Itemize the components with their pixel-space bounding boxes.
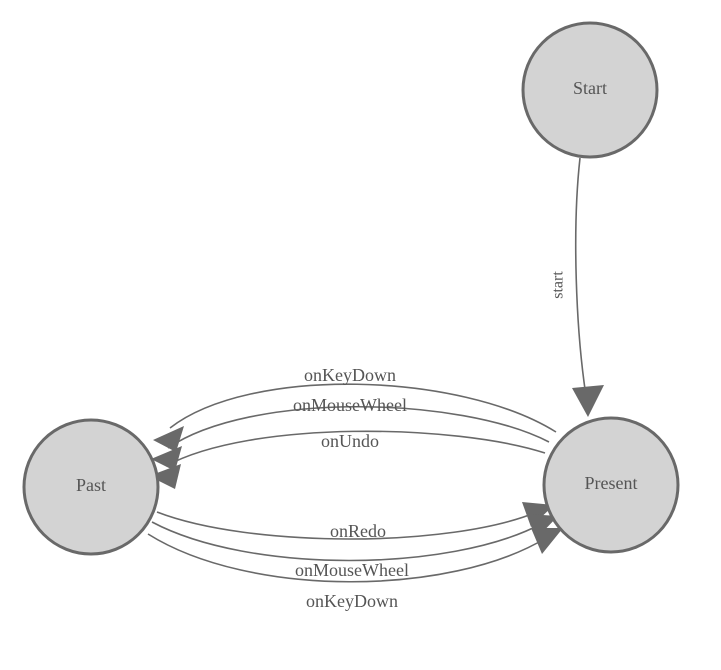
- edge-onkeydown-dn-path: [147, 533, 547, 583]
- edge-start[interactable]: start: [550, 157, 604, 417]
- edge-label-onmousewheel-up: onMouseWheel: [293, 395, 407, 415]
- edge-label-onredo: onRedo: [330, 521, 386, 541]
- node-present-circle: [542, 416, 680, 554]
- edge-start-arrowhead: [572, 385, 604, 417]
- edge-label-onundo: onUndo: [321, 431, 379, 451]
- edge-onkeydown-dn-arrowhead: [531, 528, 563, 554]
- edge-onmousewheel-present-past[interactable]: onMouseWheel: [151, 395, 550, 471]
- edge-onkeydown-past-present[interactable]: onKeyDown: [147, 528, 563, 611]
- edge-onkeydown-up-arrowhead: [153, 426, 184, 452]
- edge-onkeydown-up-path: [169, 383, 557, 433]
- edge-onundo-path: [165, 430, 546, 467]
- edge-onmousewheel-up-path: [167, 406, 550, 449]
- edge-onundo-arrowhead: [149, 464, 181, 489]
- node-past-label: Past: [76, 475, 106, 495]
- edge-label-onmousewheel-dn: onMouseWheel: [295, 560, 409, 580]
- edge-onkeydown-present-past[interactable]: onKeyDown: [153, 365, 557, 452]
- edge-label-onkeydown-up: onKeyDown: [304, 365, 396, 385]
- node-start[interactable]: Start: [521, 21, 659, 159]
- edge-onredo-path: [156, 511, 538, 540]
- edge-start-path: [574, 157, 587, 397]
- node-present[interactable]: Present: [542, 416, 680, 554]
- edge-label-start: start: [550, 271, 567, 299]
- node-start-label: Start: [573, 78, 607, 98]
- node-present-label: Present: [585, 473, 638, 493]
- edge-onredo-past-present[interactable]: onRedo: [156, 502, 554, 541]
- edge-onmousewheel-dn-path: [151, 521, 542, 562]
- edge-onmousewheel-up-arrowhead: [151, 446, 182, 471]
- edge-label-onkeydown-dn: onKeyDown: [306, 591, 398, 611]
- node-start-circle: [521, 21, 659, 159]
- edge-onundo-present-past[interactable]: onUndo: [149, 430, 546, 489]
- node-past[interactable]: Past: [22, 418, 160, 556]
- node-past-circle: [22, 418, 160, 556]
